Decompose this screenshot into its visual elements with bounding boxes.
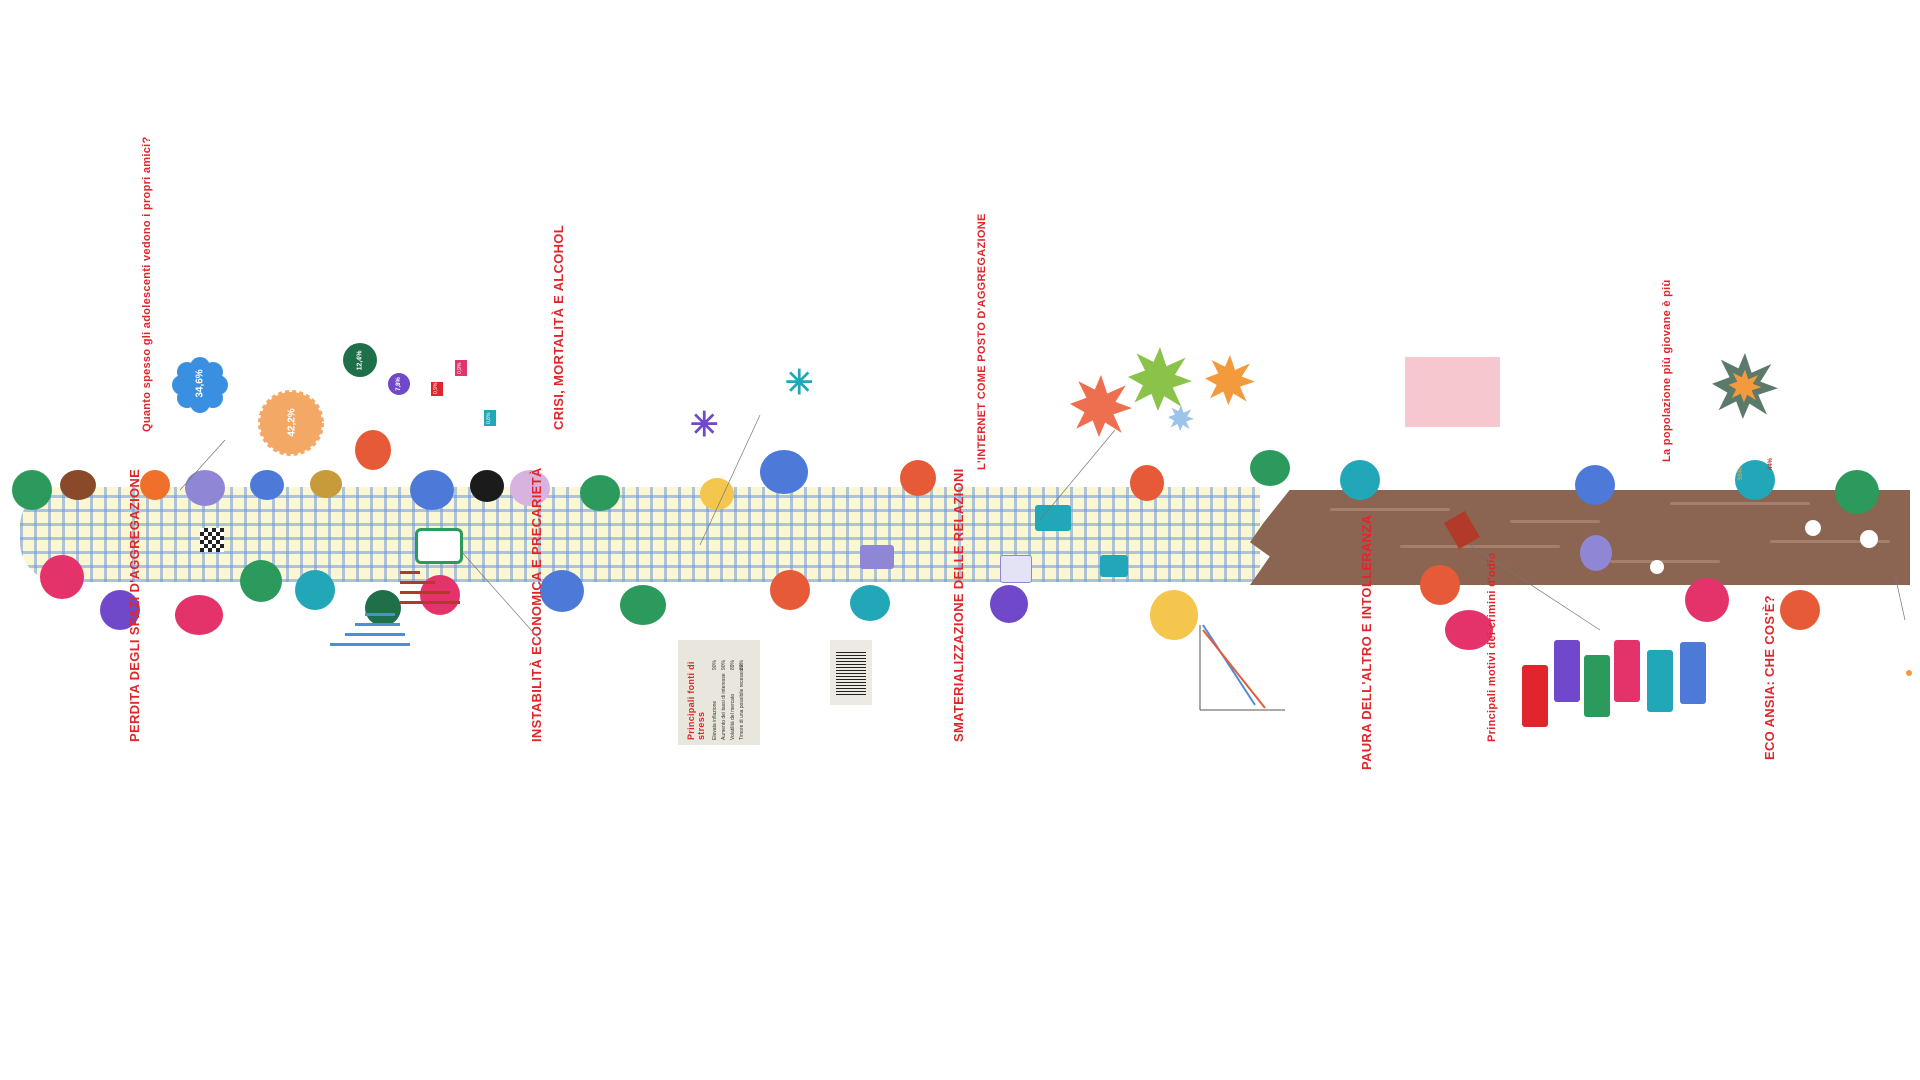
stress-panel: Principali fonti di stress Elevata infla… (678, 640, 760, 745)
badge-3: 12,4% (343, 343, 377, 377)
dot-icon (1906, 670, 1912, 676)
flower-badge-1: 34,6% (172, 357, 228, 418)
burst-icon-blue (1168, 405, 1194, 436)
wooden-table (1250, 490, 1910, 585)
badge-5: 0,9% (431, 382, 443, 396)
asterisk-icon-2: ✳ (690, 406, 719, 444)
burst-icon-orange (1205, 355, 1255, 410)
badge-7: 0,8% (484, 410, 496, 426)
burst-icon-red (1070, 375, 1132, 442)
badge-4: 7,8% (388, 373, 410, 395)
badge-6: 0,9% (455, 360, 467, 376)
burst-icon-dark (1712, 353, 1778, 424)
checkered-tablecloth (20, 487, 1260, 582)
quote-card (1405, 357, 1500, 427)
receipt (830, 640, 872, 705)
flower-badge-2: 42,2% (258, 390, 324, 461)
line-chart (1195, 620, 1290, 720)
asterisk-icon: ✳ (785, 364, 814, 402)
burst-icon-green (1128, 347, 1192, 416)
